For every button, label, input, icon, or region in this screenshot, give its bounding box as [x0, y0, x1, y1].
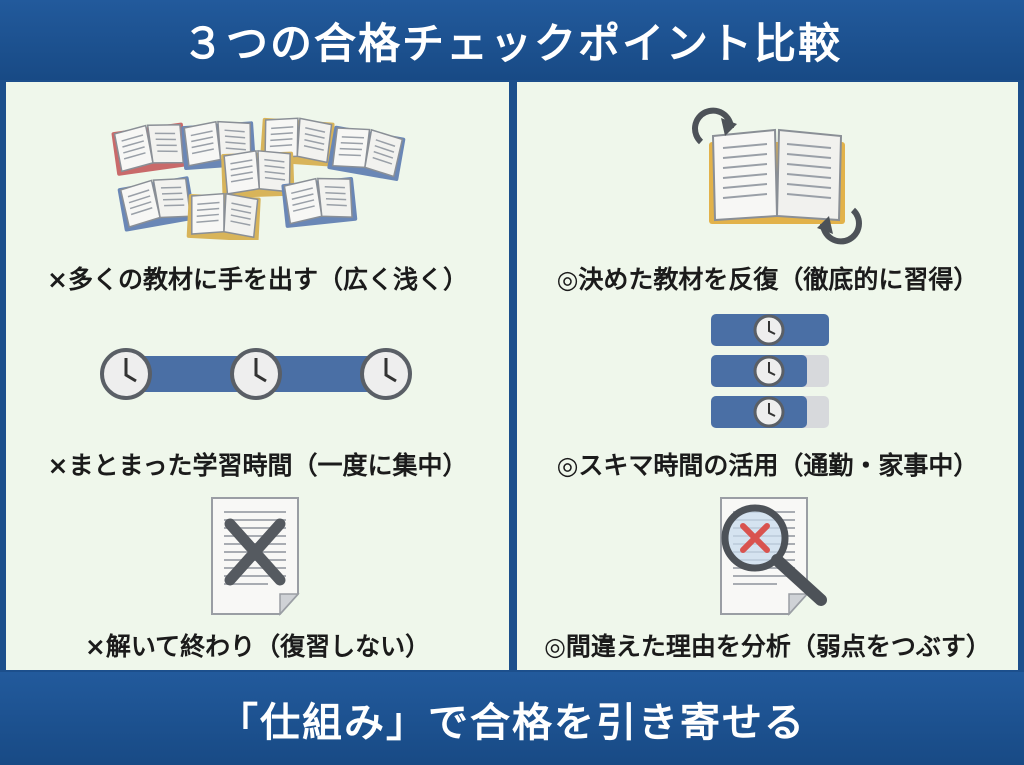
repeat-arrow-icon [817, 207, 862, 245]
good-practices-panel: ◎決めた教材を反復（徹底的に習得） ◎スキマ時間の活用（通勤・家事中） ◎間違え… [517, 82, 1018, 670]
title-banner: ３つの合格チェックポイント比較 [0, 0, 1024, 80]
clock-icon [360, 348, 412, 400]
scattered-books-icon [111, 115, 406, 240]
time-slices-icon [711, 314, 829, 428]
repeat-arrow-icon [692, 107, 737, 145]
bad-label-3: ×解いて終わり（復習しない） [84, 632, 431, 661]
clock-icon [753, 355, 785, 387]
clock-icon [753, 314, 785, 346]
bad-label-1: ×多くの教材に手を出す（広く浅く） [47, 265, 468, 294]
magnify-error-icon [720, 497, 827, 616]
good-label-1: ◎決めた教材を反復（徹底的に習得） [556, 265, 979, 294]
clock-icon [230, 348, 282, 400]
page-title: ３つの合格チェックポイント比較 [181, 18, 842, 68]
good-label-3: ◎間違えた理由を分析（弱点をつぶす） [544, 632, 991, 661]
footer-banner: 「仕組み」で合格を引き寄せる [0, 672, 1024, 765]
bad-practices-panel: ×多くの教材に手を出す（広く浅く） ×まとまった学習時間（一度に集中） ×解いて… [6, 82, 509, 670]
long-time-bar-icon [100, 348, 412, 400]
bad-label-2: ×まとまった学習時間（一度に集中） [47, 451, 468, 480]
clock-icon [100, 348, 152, 400]
crossed-document-icon [211, 497, 300, 616]
footer-slogan: 「仕組み」で合格を引き寄せる [218, 699, 806, 746]
book-repeat-icon [692, 107, 862, 245]
good-label-2: ◎スキマ時間の活用（通勤・家事中） [556, 451, 979, 480]
clock-icon [753, 396, 785, 428]
